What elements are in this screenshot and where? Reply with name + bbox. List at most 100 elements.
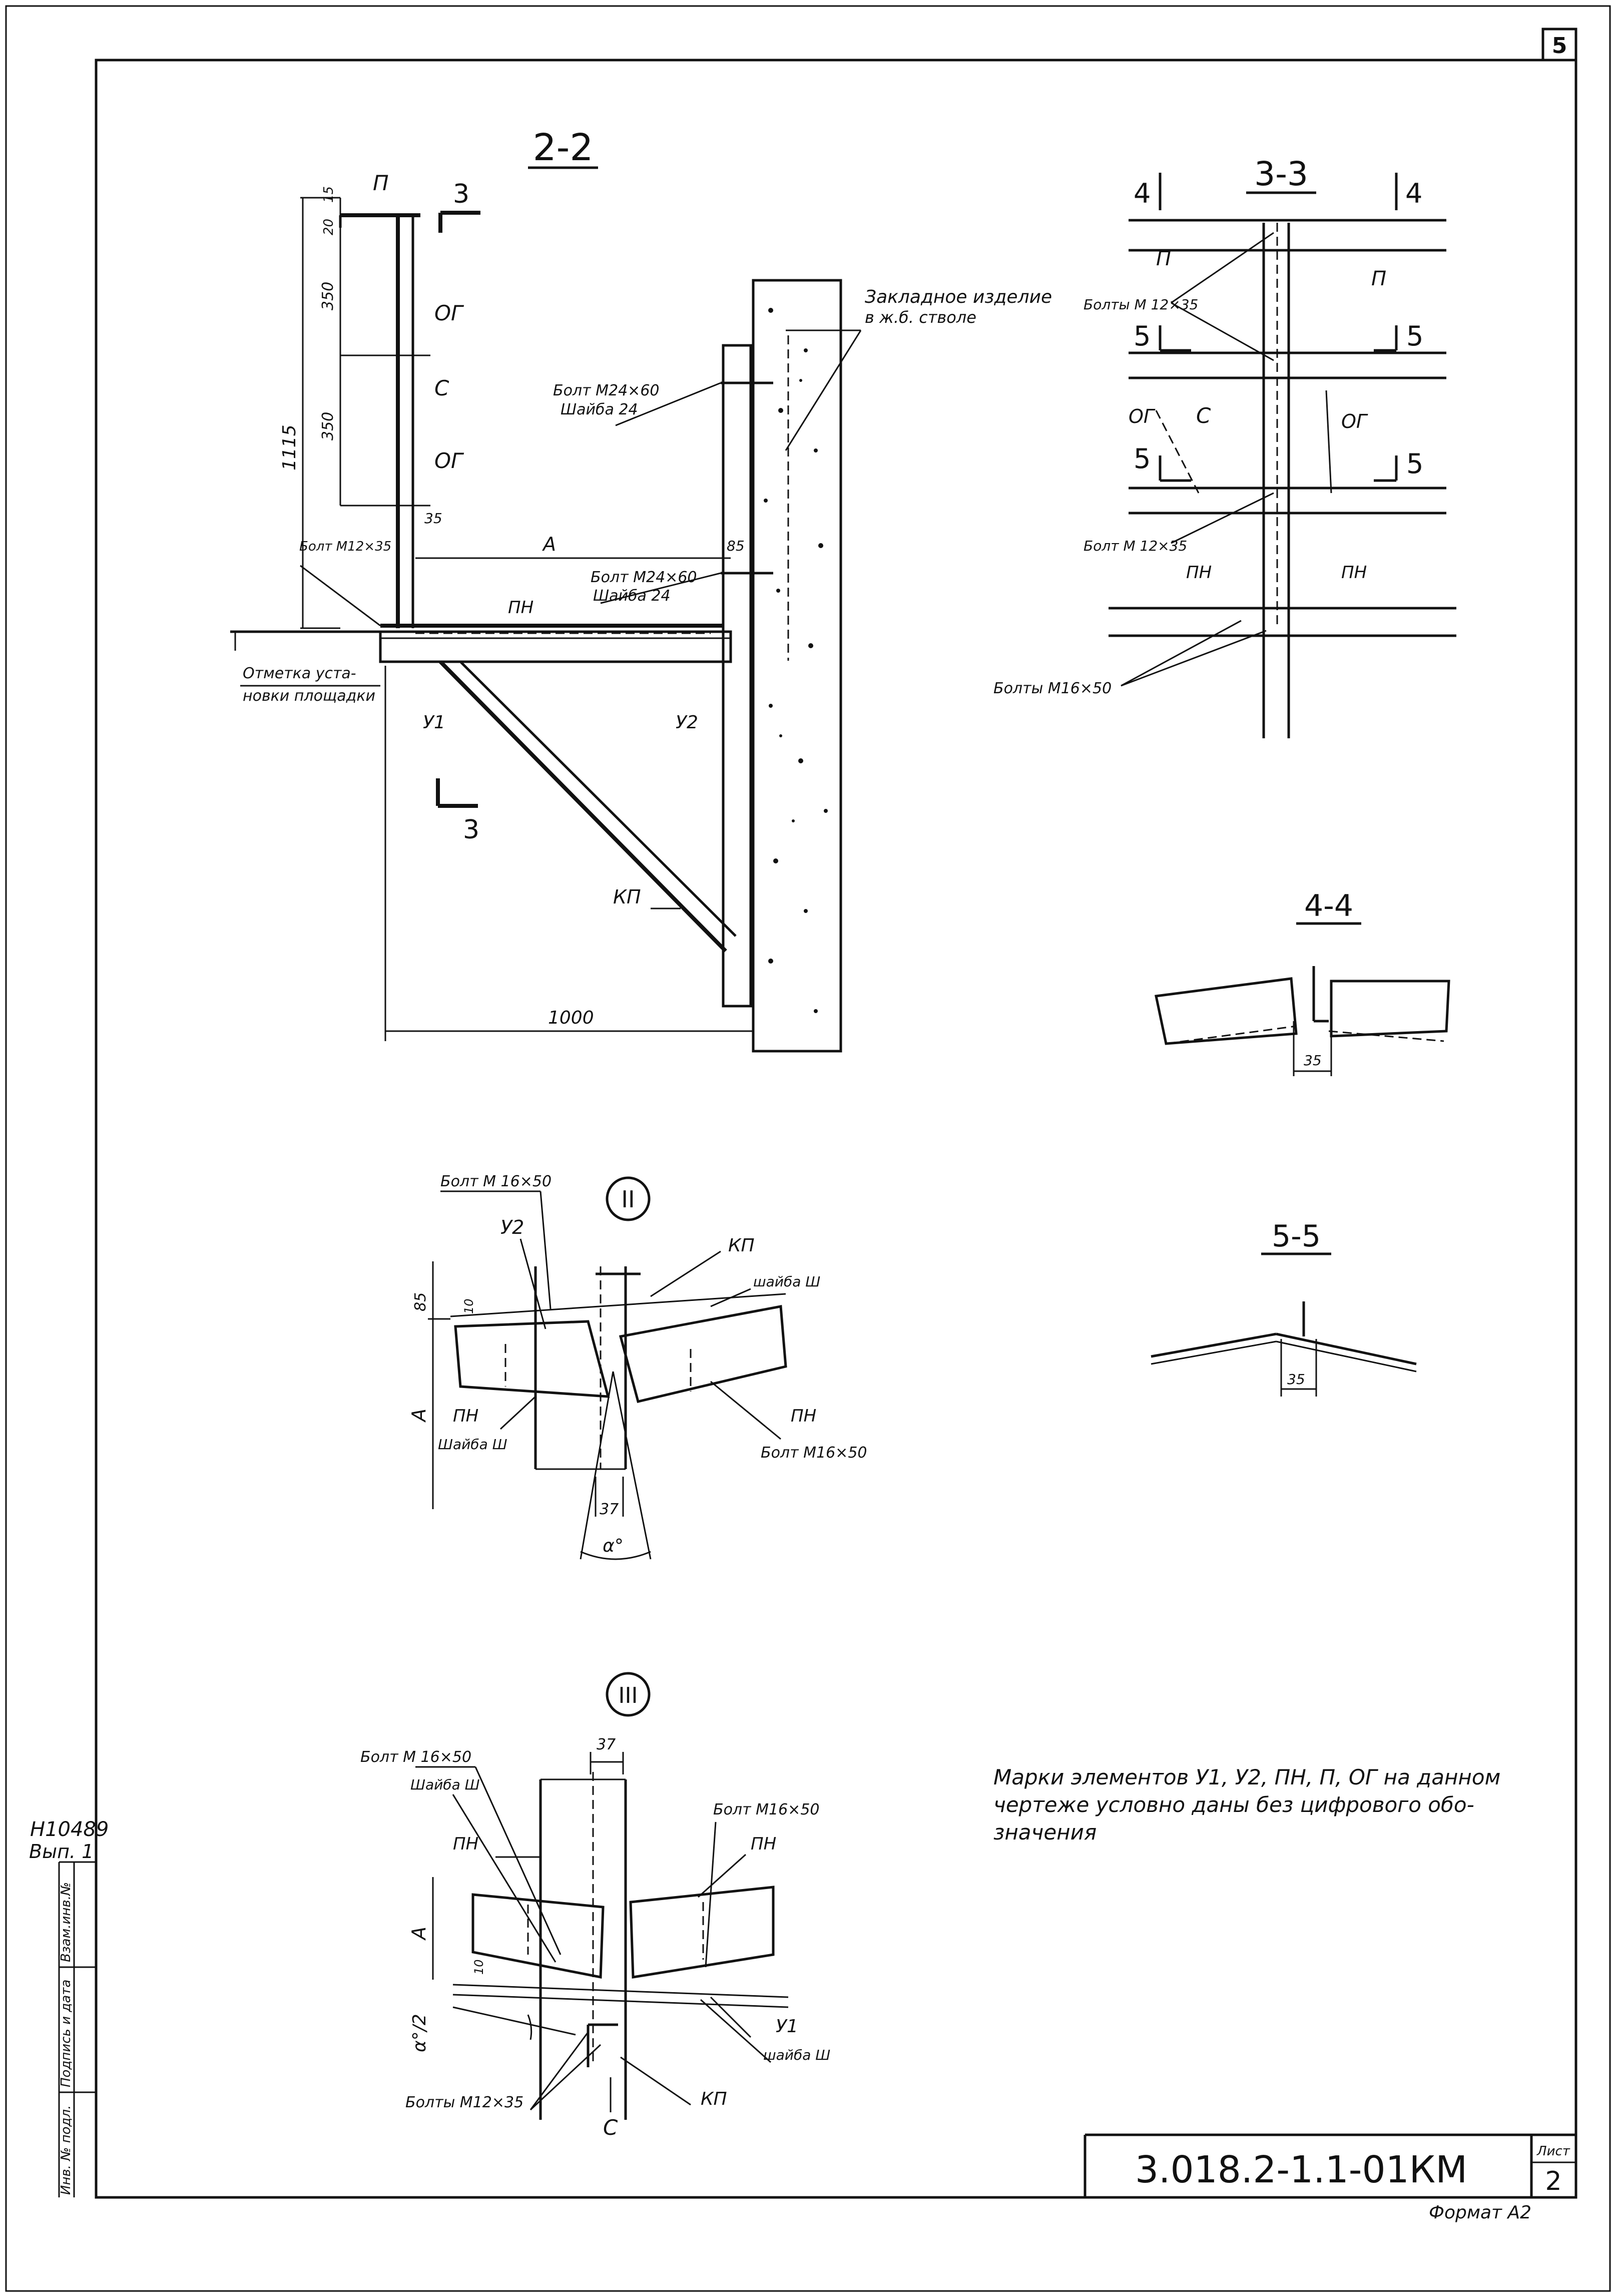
node-III-pn-left: ПН bbox=[453, 1834, 478, 1854]
sheet-label: Лист bbox=[1536, 2144, 1570, 2159]
dim-35-5-5: 35 bbox=[1287, 1371, 1305, 1388]
node-II-dim-85: 85 bbox=[412, 1292, 429, 1311]
view-5-5: 5-5 35 bbox=[1151, 1219, 1417, 1397]
label-washer-24-2: Шайба 24 bbox=[593, 587, 671, 605]
label-bolt-m24-1: Болт М24×60 bbox=[553, 382, 660, 399]
node-II-kp: КП bbox=[728, 1235, 755, 1256]
label-og-left: ОГ bbox=[1129, 405, 1156, 427]
label-bolts-m12: Болты М 12×35 bbox=[1084, 296, 1198, 313]
label-og-right: ОГ bbox=[1341, 410, 1368, 432]
outer-frame bbox=[5, 5, 1611, 2292]
note-line-2: чертеже условно даны без цифрового обо- bbox=[993, 1792, 1474, 1817]
node-II-dim-a: А bbox=[408, 1409, 430, 1423]
mark-4-right: 4 bbox=[1405, 178, 1422, 209]
side-code: Н10489 bbox=[30, 1818, 109, 1841]
dim-1115: 1115 bbox=[279, 424, 300, 471]
dim-20: 20 bbox=[321, 219, 336, 235]
label-bolts-m16: Болты М16×50 bbox=[993, 680, 1112, 697]
note: Марки элементов У1, У2, ПН, П, ОГ на дан… bbox=[993, 1765, 1500, 1845]
node-III-c: С bbox=[603, 2115, 618, 2140]
label-bolt-m24-2: Болт М24×60 bbox=[591, 569, 697, 586]
node-III-dim-37: 37 bbox=[597, 1736, 616, 1753]
side-label-inv: Инв. № подл. bbox=[59, 2105, 74, 2195]
inner-frame bbox=[95, 59, 1577, 2199]
label-u1: У1 bbox=[423, 712, 445, 733]
section-mark-3-bottom: 3 bbox=[463, 815, 479, 845]
node-III-washer-2: шайба Ш bbox=[763, 2047, 830, 2063]
label-pn: ПН bbox=[508, 598, 533, 618]
dim-85: 85 bbox=[727, 538, 745, 554]
dim-1000: 1000 bbox=[548, 1008, 594, 1028]
side-label-replaced: Взам.инв.№ bbox=[59, 1882, 74, 1962]
view-4-4-title: 4-4 bbox=[1304, 888, 1353, 924]
node-III-dim-10: 10 bbox=[472, 1959, 486, 1975]
node-II-bolt-2: Болт М16×50 bbox=[761, 1444, 867, 1462]
view-4-4: 4-4 35 bbox=[1154, 888, 1450, 1076]
node-II-alpha: α° bbox=[603, 1536, 624, 1556]
view-5-5-title: 5-5 bbox=[1272, 1219, 1321, 1254]
label-a: А bbox=[542, 533, 556, 555]
label-c: С bbox=[434, 376, 449, 400]
label-level-2: новки площадки bbox=[243, 687, 375, 705]
node-III-bolt-1: Болт М 16×50 bbox=[360, 1748, 471, 1766]
node-II-title: II bbox=[621, 1186, 635, 1213]
node-II-bolt-1: Болт М 16×50 bbox=[440, 1173, 552, 1190]
note-line-3: значения bbox=[993, 1820, 1097, 1845]
node-II-pn-right: ПН bbox=[791, 1406, 816, 1426]
node-III-washer-1: Шайба Ш bbox=[410, 1776, 480, 1793]
label-c-3-3: С bbox=[1196, 403, 1211, 428]
section-mark-3-top: 3 bbox=[453, 179, 469, 209]
node-II-washer-1: шайба Ш bbox=[753, 1273, 820, 1290]
label-bolt-m12: Болт М 12×35 bbox=[1084, 538, 1187, 554]
label-p-right: П bbox=[1371, 267, 1386, 290]
node-III-bolts: Болты М12×35 bbox=[405, 2094, 523, 2111]
note-line-1: Марки элементов У1, У2, ПН, П, ОГ на дан… bbox=[993, 1765, 1500, 1789]
label-pn-left: ПН bbox=[1186, 563, 1212, 583]
dim-350-b: 350 bbox=[319, 412, 337, 440]
mark-4-left: 4 bbox=[1134, 178, 1151, 209]
side-label-signature: Подпись и дата bbox=[59, 1980, 74, 2087]
view-3-3: 3-3 4 4 5 5 5 bbox=[993, 155, 1456, 738]
mark-5-right-a: 5 bbox=[1406, 320, 1423, 352]
node-III-pn-right: ПН bbox=[751, 1834, 776, 1854]
label-level-1: Отметка уста- bbox=[243, 665, 356, 682]
page-number: 5 bbox=[1552, 33, 1567, 59]
node-II-dim-37: 37 bbox=[600, 1501, 619, 1518]
view-2-2-title: 2-2 bbox=[533, 126, 594, 169]
node-II-pn-left: ПН bbox=[453, 1406, 478, 1426]
node-II-washer-2: Шайба Ш bbox=[438, 1436, 507, 1453]
node-II-dim-10: 10 bbox=[462, 1298, 476, 1314]
doc-code: 3.018.2-1.1-01КМ bbox=[1135, 2148, 1467, 2191]
label-u2: У2 bbox=[676, 712, 698, 733]
dim-350-a: 350 bbox=[319, 282, 337, 310]
label-embedded-1: Закладное изделие bbox=[865, 287, 1052, 307]
mark-5-left-b: 5 bbox=[1134, 443, 1151, 475]
format-label: Формат А2 bbox=[1429, 2202, 1531, 2223]
mark-5-right-b: 5 bbox=[1406, 448, 1423, 480]
label-pn-right: ПН bbox=[1341, 563, 1367, 583]
node-II-u2: У2 bbox=[500, 1216, 524, 1238]
side-issue: Вып. 1 bbox=[29, 1841, 94, 1863]
node-III-u1: У1 bbox=[776, 2016, 798, 2037]
label-p-left: П bbox=[1156, 247, 1171, 270]
node-III-title: III bbox=[619, 1683, 638, 1708]
dim-35-4-4: 35 bbox=[1304, 1052, 1322, 1069]
node-III-bolt-2: Болт М16×50 bbox=[713, 1801, 820, 1818]
sheet-number: 2 bbox=[1545, 2166, 1561, 2196]
label-og-upper: ОГ bbox=[434, 301, 464, 325]
node-III-alpha-half: α°/2 bbox=[409, 2014, 430, 2052]
view-2-2: 2-2 bbox=[230, 126, 1052, 1053]
label-bolt-m12: Болт М12×35 bbox=[299, 539, 391, 554]
side-stamp: Взам.инв.№ Подпись и дата Инв. № подл. bbox=[58, 1861, 96, 2197]
node-III-kp: КП bbox=[701, 2089, 727, 2109]
node-II-circle bbox=[606, 1176, 651, 1221]
label-washer-24-1: Шайба 24 bbox=[561, 401, 638, 418]
dim-15: 15 bbox=[321, 186, 336, 203]
label-kp: КП bbox=[613, 886, 641, 908]
node-III-circle bbox=[606, 1672, 651, 1717]
mark-5-left-a: 5 bbox=[1134, 320, 1151, 352]
node-III: III Болт М bbox=[360, 1672, 830, 2140]
node-III-dim-a: А bbox=[408, 1927, 430, 1941]
label-p: П bbox=[373, 171, 389, 195]
